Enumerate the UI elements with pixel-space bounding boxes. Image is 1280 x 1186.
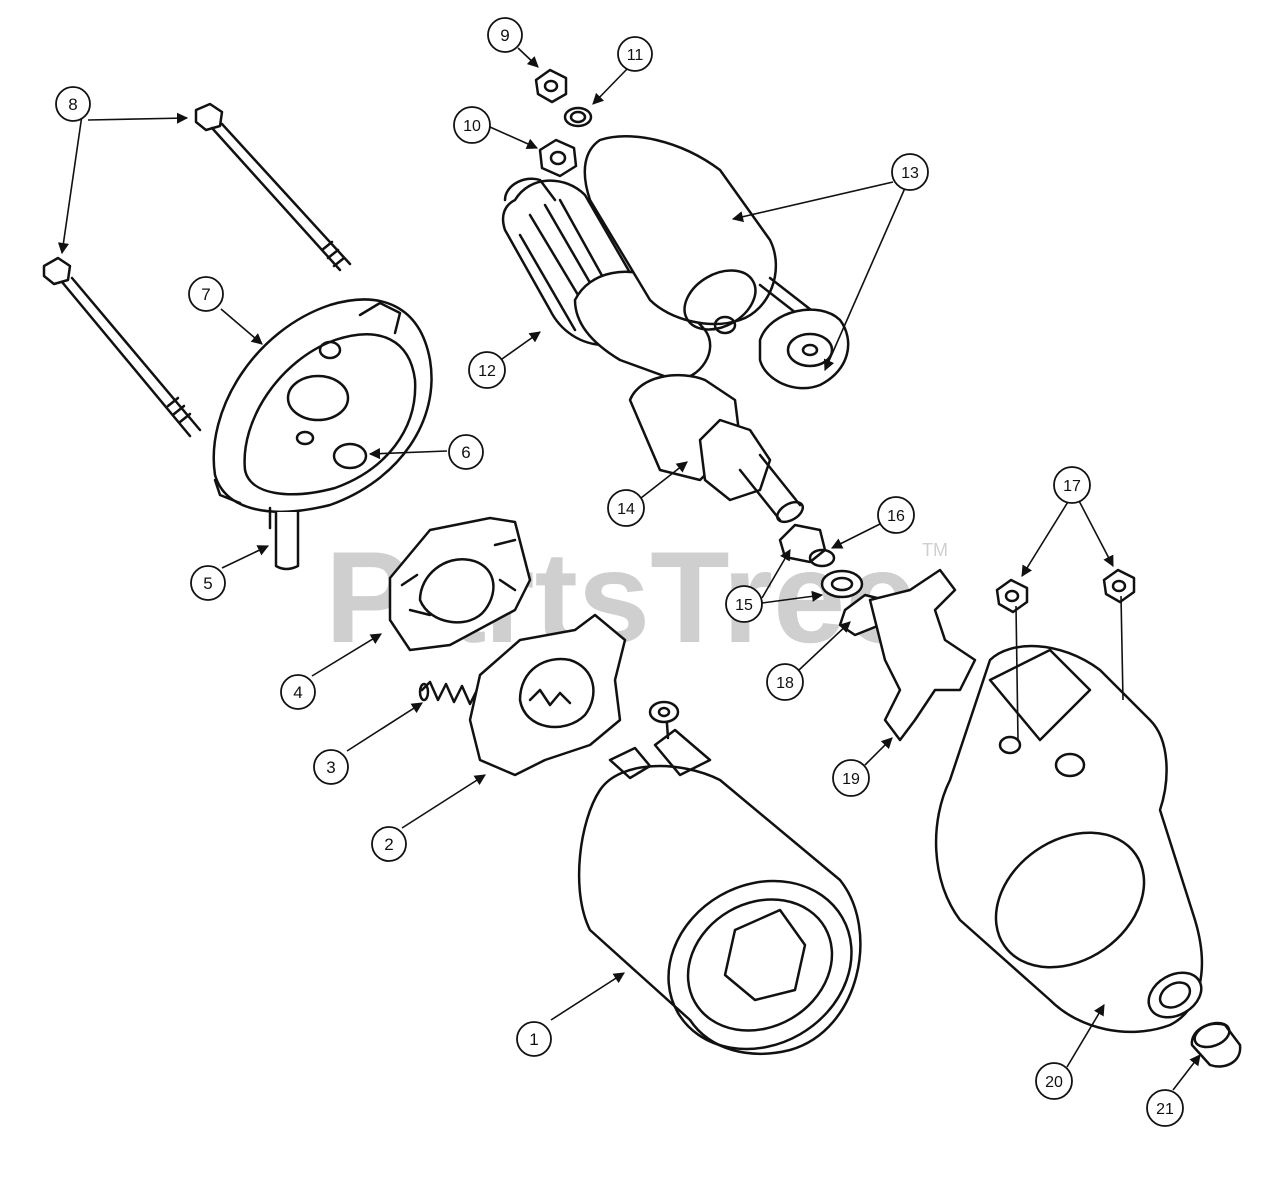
callout-15: 15 xyxy=(725,585,763,623)
svg-text:18: 18 xyxy=(776,675,794,692)
yoke-housing-part xyxy=(577,700,862,1055)
svg-text:10: 10 xyxy=(463,118,481,135)
callout-16: 16 xyxy=(877,496,915,534)
watermark-tm: TM xyxy=(922,540,948,560)
bushing-part xyxy=(1190,1021,1242,1068)
callout-2: 2 xyxy=(371,826,407,862)
callout-4: 4 xyxy=(280,674,316,710)
nut-part xyxy=(995,568,1136,614)
callout-layer: 1 2 3 4 5 6 7 8 9 10 11 12 13 14 15 16 1… xyxy=(55,17,1184,1127)
svg-text:19: 19 xyxy=(842,771,860,788)
bolt-part xyxy=(42,102,352,438)
callout-17: 17 xyxy=(1053,466,1091,504)
svg-text:7: 7 xyxy=(201,285,210,304)
callout-19: 19 xyxy=(832,759,870,797)
callout-7: 7 xyxy=(188,276,224,312)
callout-11: 11 xyxy=(617,36,653,72)
callout-1: 1 xyxy=(516,1021,552,1057)
svg-text:3: 3 xyxy=(326,758,335,777)
end-cap-part xyxy=(212,298,433,530)
svg-text:12: 12 xyxy=(478,363,496,380)
callout-10: 10 xyxy=(453,106,491,144)
callout-9: 9 xyxy=(487,17,523,53)
svg-text:14: 14 xyxy=(617,501,635,518)
callout-5: 5 xyxy=(190,565,226,601)
svg-text:6: 6 xyxy=(461,443,470,462)
svg-text:2: 2 xyxy=(384,835,393,854)
pinion-part xyxy=(628,373,805,524)
svg-text:11: 11 xyxy=(627,47,644,64)
shift-lever-part xyxy=(868,568,977,742)
callout-6: 6 xyxy=(448,434,484,470)
plate-part xyxy=(388,516,532,652)
svg-text:17: 17 xyxy=(1063,478,1081,495)
callout-18: 18 xyxy=(766,663,804,701)
drive-housing-part xyxy=(934,644,1204,1034)
callout-12: 12 xyxy=(468,351,506,389)
svg-text:5: 5 xyxy=(203,574,212,593)
nut-part xyxy=(534,68,593,178)
pin-part xyxy=(274,510,300,571)
svg-text:13: 13 xyxy=(901,165,919,182)
callout-8: 8 xyxy=(55,86,91,122)
callout-21: 21 xyxy=(1146,1089,1184,1127)
svg-text:16: 16 xyxy=(887,508,905,525)
svg-text:21: 21 xyxy=(1156,1101,1174,1118)
callout-20: 20 xyxy=(1035,1062,1073,1100)
callout-14: 14 xyxy=(607,489,645,527)
svg-text:20: 20 xyxy=(1045,1074,1063,1091)
svg-text:1: 1 xyxy=(529,1030,538,1049)
brush-holder-part xyxy=(468,613,627,777)
svg-text:4: 4 xyxy=(293,683,302,702)
svg-text:9: 9 xyxy=(500,26,509,45)
callout-13: 13 xyxy=(891,153,929,191)
svg-text:8: 8 xyxy=(68,95,77,114)
callout-3: 3 xyxy=(313,749,349,785)
svg-text:15: 15 xyxy=(735,597,753,614)
